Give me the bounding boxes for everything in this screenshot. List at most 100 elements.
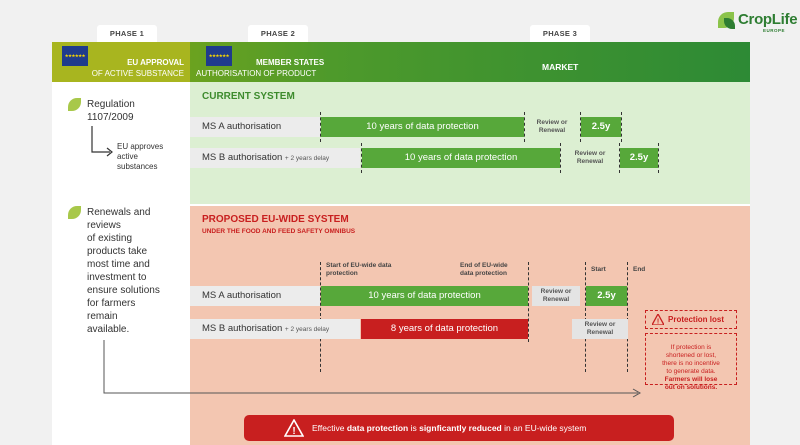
current-row-b-delay: + 2 years delay [284, 155, 330, 162]
current-b-end-line [560, 143, 561, 173]
banner-pre: Effective [312, 423, 347, 433]
proposed-row-b-delay: + 2 years delay [284, 326, 330, 333]
proposed-row-a-ext: 2.5y [586, 286, 627, 306]
current-row-a-label-text: MS A authorisation [202, 121, 282, 132]
header-col1-line1: EU APPROVAL [127, 58, 184, 67]
current-a-end-line [524, 112, 525, 142]
start-label: Start [591, 266, 606, 273]
current-row-a-review: Review or Renewal [527, 117, 577, 137]
current-system-title: CURRENT SYSTEM [202, 91, 295, 102]
note-line6: out on solutions. [664, 384, 718, 391]
proposed-row-a-label: MS A authorisation [190, 286, 320, 306]
current-row-b-review-line2: Renewal [576, 158, 604, 165]
eu-flag-icon-2: ★★★★★★ [206, 46, 232, 66]
current-row-a-review-line2: Renewal [538, 127, 566, 134]
header-col3: MARKET [542, 62, 579, 72]
end-dp-label: End of EU-wide data protection [460, 262, 508, 278]
proposed-row-a-review-line2: Renewal [542, 296, 570, 303]
renewals-line: Renewals and [87, 207, 151, 218]
logo-leaf-icon-2 [724, 18, 735, 29]
header-eu-approval: ★★★★★★ EU APPROVAL OF ACTIVE SUBSTANCE [52, 42, 190, 82]
regulation-line1: Regulation [87, 99, 135, 110]
renewals-line: reviews [87, 220, 121, 231]
start-dp-label: Start of EU-wide data protection [326, 262, 391, 278]
regulation-arrow [91, 126, 113, 157]
proposed-end-line [528, 262, 529, 342]
end-dp-line1: End of EU-wide [460, 262, 508, 269]
warning-icon: ! [652, 314, 664, 325]
header-market: MARKET [330, 42, 750, 82]
renewals-line: products take [87, 246, 148, 257]
phase2-tab: PHASE 2 [248, 25, 308, 45]
leaf-icon [68, 98, 81, 111]
current-system-band [190, 82, 750, 205]
current-row-a-ext: 2.5y [581, 117, 621, 137]
note-line5: Farmers will lose [664, 376, 718, 383]
svg-text:!: ! [657, 319, 659, 326]
eu-approves-line3: substances [117, 162, 158, 171]
left-panel [52, 82, 190, 445]
band-divider [190, 204, 750, 206]
proposed-system-subtitle: UNDER THE FOOD AND FEED SAFETY OMNIBUS [202, 228, 356, 235]
bottom-banner: ! Effective data protection is signfican… [244, 415, 674, 441]
current-b-ext-end-line [658, 143, 659, 173]
header-col1-line2: OF ACTIVE SUBSTANCE [91, 69, 184, 78]
current-b-ext-line [619, 143, 620, 173]
current-a-ext-end-line [621, 112, 622, 142]
header-member-states: ★★★★★★ MEMBER STATES AUTHORISATION OF PR… [190, 42, 330, 82]
proposed-start-line [320, 262, 321, 372]
end-dp-line2: data protection [460, 270, 507, 277]
end-label: End [633, 266, 646, 273]
renewals-line: available. [87, 324, 130, 335]
current-row-b-review: Review or Renewal [563, 148, 617, 168]
current-a-ext-line [580, 112, 581, 142]
start-dp-line1: Start of EU-wide data [326, 262, 392, 269]
regulation-line2: 1107/2009 [87, 112, 134, 123]
renewals-line: ensure solutions [87, 285, 160, 296]
proposed-row-b-review-line1: Review or [584, 321, 616, 328]
proposed-row-b-review: Review or Renewal [572, 319, 628, 339]
phase3-label: PHASE 3 [542, 29, 578, 38]
current-row-a-bar: 10 years of data protection [321, 117, 524, 137]
proposed-row-b-label: MS B authorisation + 2 years delay [190, 319, 360, 339]
banner-bold-1: data protection [346, 423, 409, 433]
regulation-text: Regulation 1107/2009 [87, 98, 135, 124]
eu-approves-line2: active [117, 152, 138, 161]
note-line3: there is no incentive [662, 360, 720, 367]
croplife-logo: CropLife EUROPE [718, 8, 798, 38]
proposed-ext-end-line [627, 262, 628, 372]
proposed-ext-start-line [585, 262, 586, 372]
renewals-text: Renewals and reviews of existing product… [87, 206, 160, 336]
proposed-row-b-label-text: MS B authorisation [202, 323, 283, 334]
banner-text: Effective data protection is signficantl… [312, 423, 586, 433]
current-a-start-line [320, 112, 321, 142]
logo-sub: EUROPE [763, 28, 786, 33]
current-row-b-label-text: MS B authorisation [202, 152, 283, 163]
phase1-tab: PHASE 1 [97, 25, 157, 45]
protection-lost-box: ! Protection lost [645, 310, 737, 329]
svg-text:!: ! [292, 426, 295, 437]
current-row-b-label: MS B authorisation + 2 years delay [190, 148, 360, 168]
renewals-line: for farmers [87, 298, 136, 309]
phase3-tab: PHASE 3 [530, 25, 590, 45]
note-line1: If protection is [670, 344, 712, 351]
banner-bold-2: signficantly reduced [419, 423, 502, 433]
renewals-line: investment to [87, 272, 147, 283]
proposed-row-b-review-line2: Renewal [586, 329, 614, 336]
banner-mid: is [408, 423, 420, 433]
current-row-a-label: MS A authorisation [190, 117, 320, 137]
renewals-line: remain [87, 311, 118, 322]
eu-flag-icon: ★★★★★★ [62, 46, 88, 66]
eu-approves-text: EU approves active substances [117, 142, 163, 172]
proposed-row-a-review: Review or Renewal [532, 286, 580, 306]
header-col2-line2: AUTHORISATION OF PRODUCT [196, 69, 317, 78]
note-box: If protection is shortened or lost, ther… [645, 333, 737, 391]
current-row-b-review-line1: Review or [574, 150, 606, 157]
phase1-label: PHASE 1 [109, 29, 145, 38]
long-arrow [103, 340, 642, 398]
current-row-a-review-line1: Review or [536, 119, 568, 126]
current-b-start-line [361, 143, 362, 173]
banner-post: in an EU-wide system [501, 423, 587, 433]
start-dp-line2: protection [326, 270, 358, 277]
proposed-row-a-label-text: MS A authorisation [202, 290, 282, 301]
